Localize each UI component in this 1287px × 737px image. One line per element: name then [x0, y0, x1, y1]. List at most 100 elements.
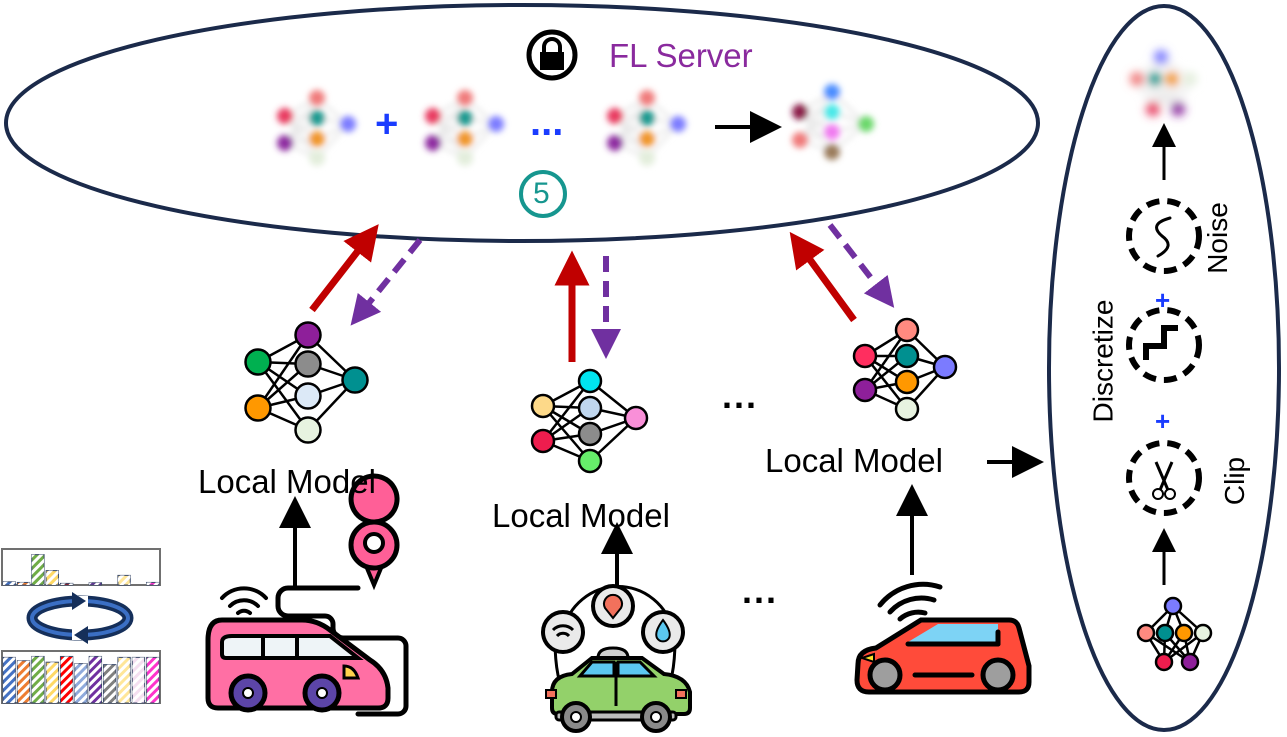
neuron	[457, 150, 473, 166]
neuron	[1146, 102, 1160, 116]
scissors-icon	[1126, 440, 1202, 516]
neuron	[670, 116, 686, 132]
neuron	[1136, 623, 1156, 643]
iid-bar-stripes	[103, 664, 116, 703]
pipeline-input-model	[1136, 596, 1213, 672]
iid-bar-stripes	[74, 663, 88, 703]
non-iid-bar-stripes	[117, 575, 131, 585]
neuron	[852, 343, 878, 369]
lock-icon	[526, 29, 578, 81]
neuron	[294, 321, 322, 349]
pipeline-output-model	[1130, 50, 1197, 116]
non-iid-bar-stripes	[31, 554, 45, 585]
client-update-1	[277, 90, 356, 166]
neuron	[1148, 72, 1162, 86]
neuron	[1171, 102, 1185, 116]
server-plus-operator: +	[375, 102, 399, 146]
neuron	[894, 369, 920, 395]
download-arrow-3	[827, 223, 895, 308]
upload-arrow-3	[789, 231, 857, 323]
non-iid-bar-stripes	[60, 583, 73, 585]
neuron	[792, 104, 808, 120]
neuron	[309, 90, 325, 106]
pink-minivan-with-route-icon	[205, 473, 409, 717]
neuron	[457, 131, 473, 147]
neuron	[457, 90, 473, 106]
non-iid-bar-stripes	[89, 582, 102, 585]
neuron	[858, 116, 874, 132]
neuron	[425, 135, 441, 151]
neuron	[1180, 652, 1200, 672]
non-iid-histogram-frame	[1, 548, 161, 586]
neuron	[577, 395, 603, 421]
step-function-icon	[1126, 307, 1202, 383]
client-3-label: Local Model	[765, 442, 943, 479]
iid-bar-stripes	[17, 660, 30, 703]
server-ellipsis: ...	[530, 100, 564, 144]
iid-bar-stripes	[132, 657, 145, 703]
local-model-network-3	[852, 317, 958, 422]
neuron	[1130, 72, 1144, 86]
neuron	[894, 396, 920, 422]
neuron	[639, 110, 655, 126]
iid-bar-stripes	[60, 656, 73, 703]
neuron	[1183, 72, 1197, 86]
neuron	[824, 124, 840, 140]
iid-bar-stripes	[146, 657, 159, 703]
iid-bar-stripes	[46, 662, 59, 703]
neuron	[577, 368, 603, 394]
neuron	[294, 382, 322, 410]
neuron	[577, 421, 603, 447]
step-badge	[519, 170, 567, 218]
privacy-pipeline	[1047, 4, 1281, 732]
neuron	[244, 348, 272, 376]
neuron	[852, 377, 878, 403]
neuron	[309, 110, 325, 126]
vehicle-to-model-arrows	[279, 446, 1044, 590]
local-model-network-2	[530, 368, 649, 474]
neuron	[894, 317, 920, 343]
noise-curve-icon	[1126, 198, 1202, 274]
neuron	[1154, 652, 1174, 672]
neuron	[932, 354, 958, 380]
non-iid-bar-stripes	[146, 582, 159, 585]
green-taxi-with-sensors-icon	[541, 584, 692, 733]
neuron	[294, 416, 322, 444]
server-title: FL Server	[609, 37, 753, 74]
clients-ellipsis-bottom: ...	[742, 570, 779, 611]
neuron	[488, 116, 504, 132]
neuron	[623, 405, 649, 431]
iid-bar-stripes	[117, 657, 131, 703]
neuron	[1193, 623, 1213, 643]
neuron	[340, 116, 356, 132]
neuron	[244, 394, 272, 422]
neuron	[341, 366, 369, 394]
neuron	[1174, 623, 1194, 643]
neuron	[639, 150, 655, 166]
upload-arrow-1	[309, 224, 379, 313]
neuron	[457, 110, 473, 126]
iid-bar-stripes	[3, 657, 16, 703]
non-iid-bar-stripes	[46, 570, 59, 585]
pipeline-step-noise-label: Noise	[1201, 202, 1233, 274]
neuron	[294, 350, 322, 378]
neuron	[639, 131, 655, 147]
neuron	[607, 108, 623, 124]
pipeline-step-clip-label: Clip	[1219, 456, 1251, 506]
neuron	[824, 144, 840, 160]
neuron	[530, 393, 556, 419]
iid-bar-stripes	[31, 656, 45, 703]
client-update-3	[607, 90, 686, 166]
neuron	[824, 84, 840, 100]
neuron	[309, 150, 325, 166]
iid-bar-stripes	[89, 656, 102, 703]
pipeline-plus-2: +	[1155, 406, 1171, 436]
neuron	[1163, 596, 1183, 616]
neuron	[530, 428, 556, 454]
neuron	[792, 132, 808, 148]
neuron	[824, 104, 840, 120]
client-update-2	[425, 90, 504, 166]
fl-server	[4, 3, 1040, 243]
pipeline-plus-1: +	[1155, 285, 1171, 315]
